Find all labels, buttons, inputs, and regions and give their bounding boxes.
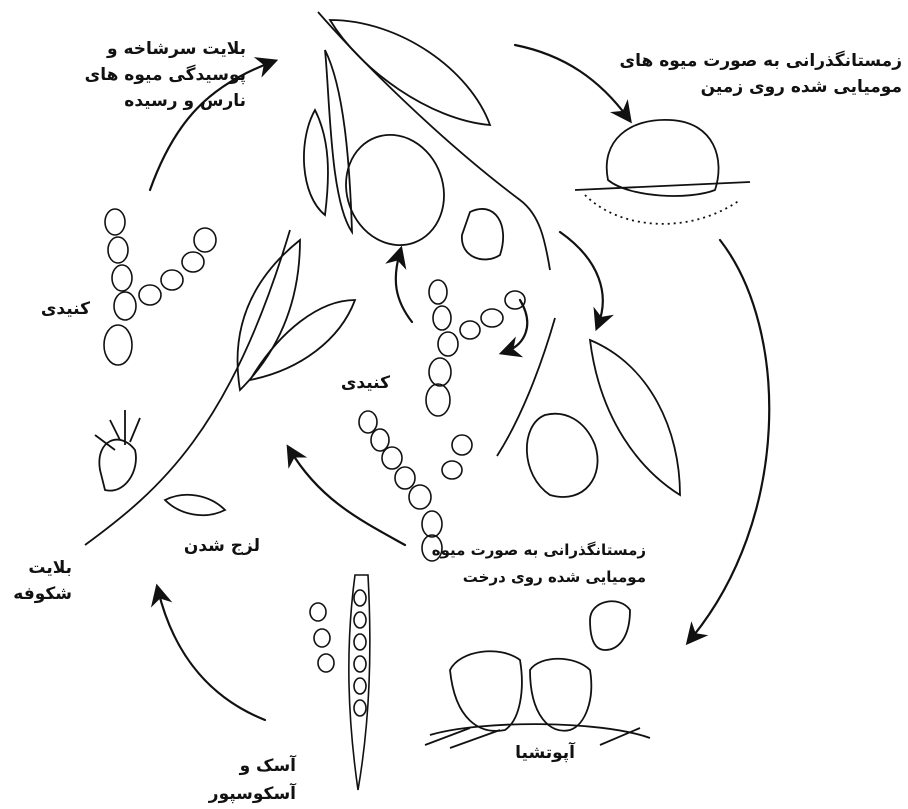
blossom-twig-illustration: [85, 230, 355, 545]
overwinter-tree-line-1: زمستانگذرانی به صورت میوه: [432, 537, 646, 564]
conidia-center-text: کنیدی: [341, 370, 390, 396]
twig-blight-line-3: نارس و رسیده: [85, 88, 246, 114]
apothecia-text: آپوتشیا: [515, 740, 575, 766]
twig-blight-line-2: پوسیدگی میوه های: [85, 62, 246, 88]
arrow-to-ground-mummy: [515, 45, 628, 118]
sticky-text: لزج شدن: [184, 533, 260, 559]
arrow-to-blossom: [290, 450, 405, 545]
overwinter-tree-line-2: مومیایی شده روی درخت: [432, 564, 646, 591]
conidia-left-label: کنیدی: [41, 296, 90, 322]
ascus-line-1: آسک و: [209, 752, 296, 780]
top-branch-illustration: [304, 12, 550, 270]
twig-blight-label: بلایت سرشاخه و پوسیدگی میوه های نارس و ر…: [85, 36, 246, 114]
ascus-label: آسک و آسکوسپور: [209, 752, 296, 808]
left-conidia-chain: [104, 209, 216, 365]
arrow-to-apothecia: [690, 240, 769, 640]
arrow-conidia-down: [505, 300, 527, 352]
apothecia-illustration: [425, 601, 650, 748]
ascus-illustration: [310, 575, 370, 790]
sticky-label: لزج شدن: [184, 533, 260, 559]
tree-mummy-illustration: [497, 318, 680, 497]
overwinter-ground-label: زمستانگذرانی به صورت میوه های مومیایی شد…: [620, 48, 902, 100]
blossom-blight-line-1: بلایت: [13, 555, 72, 581]
apothecia-label: آپوتشیا: [515, 740, 575, 766]
blossom-blight-line-2: شکوفه: [13, 581, 72, 607]
overwinter-ground-line-2: مومیایی شده روی زمین: [620, 74, 902, 100]
overwinter-ground-line-1: زمستانگذرانی به صورت میوه های: [620, 48, 902, 74]
overwinter-tree-label: زمستانگذرانی به صورت میوه مومیایی شده رو…: [432, 537, 646, 591]
ascus-line-2: آسکوسپور: [209, 780, 296, 808]
blossom-blight-label: بلایت شکوفه: [13, 555, 72, 607]
arrow-to-tree-mummy: [560, 232, 603, 325]
twig-blight-line-1: بلایت سرشاخه و: [85, 36, 246, 62]
conidia-left-text: کنیدی: [41, 296, 90, 322]
arrow-conidia-up: [396, 252, 412, 322]
arrow-to-sticky: [158, 590, 265, 720]
ground-mummy-illustration: [575, 120, 750, 224]
center-conidia-chain: [426, 280, 525, 416]
conidia-center-label: کنیدی: [341, 370, 390, 396]
